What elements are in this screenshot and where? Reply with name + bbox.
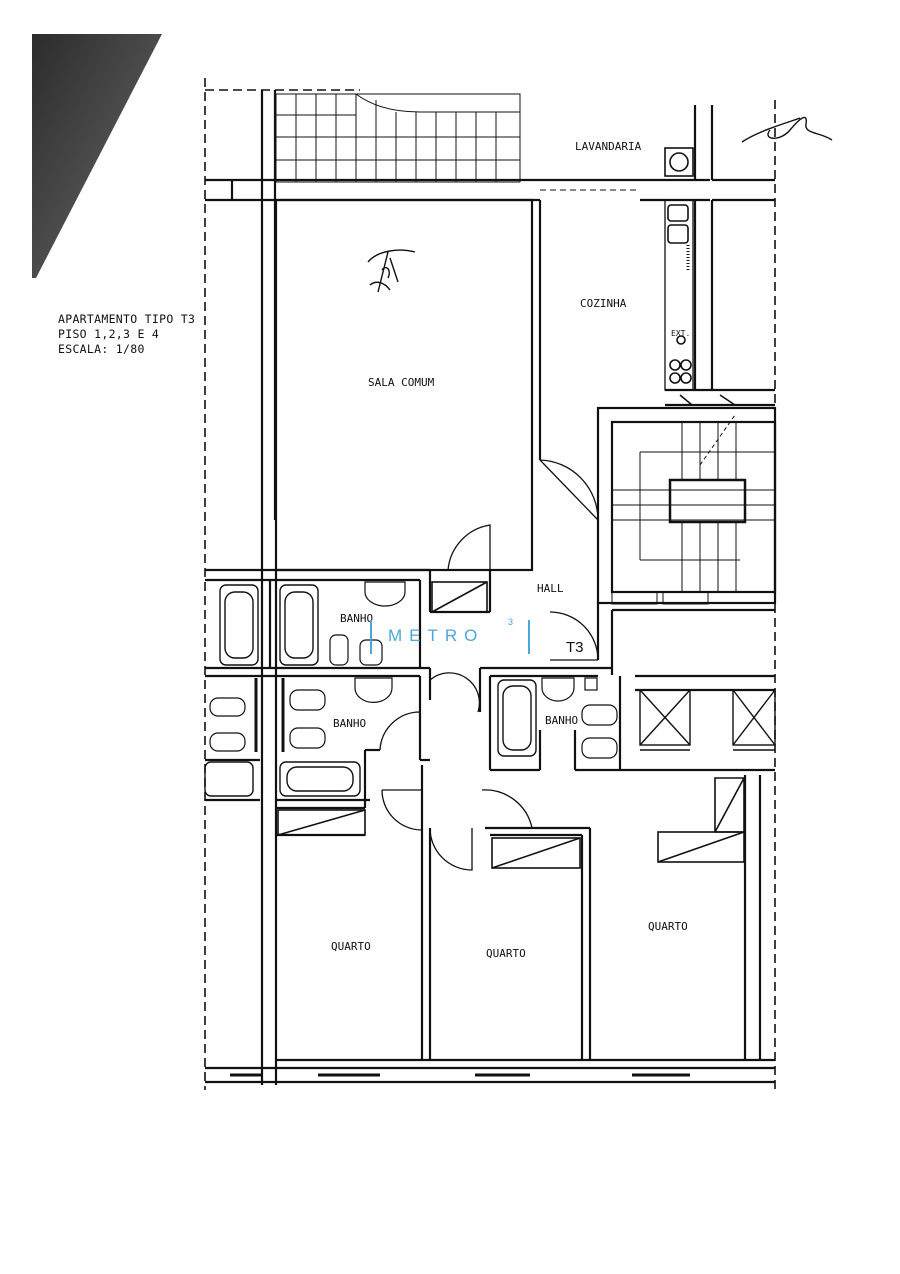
wardrobe-3 (657, 831, 745, 863)
hall-closet (431, 581, 488, 613)
legend-floors: PISO 1,2,3 E 4 (58, 327, 160, 341)
label-quarto-2: QUARTO (486, 947, 526, 960)
scan-shadow (32, 34, 162, 278)
label-quarto-1: QUARTO (331, 940, 371, 953)
label-quarto-3: QUARTO (648, 920, 688, 933)
plan-legend: APARTAMENTO TIPO T3 PISO 1,2,3 E 4 ESCAL… (58, 312, 195, 357)
wardrobe-1 (277, 809, 366, 836)
brand-watermark: METRO (388, 626, 485, 645)
label-ext: EXT. (671, 329, 690, 338)
label-banho-1: BANHO (340, 612, 373, 625)
label-banho-2: BANHO (333, 717, 366, 730)
label-cozinha: COZINHA (580, 297, 627, 310)
signature-mark (367, 116, 833, 293)
balcony-grid (275, 93, 521, 183)
label-hall: HALL (537, 582, 564, 595)
label-type-t3: T3 (566, 639, 584, 656)
brand-right-bar (528, 620, 530, 654)
label-sala-comum: SALA COMUM (368, 376, 435, 389)
legend-scale: ESCALA: 1/80 (58, 342, 145, 356)
brand-left-bar (370, 620, 372, 654)
label-lavandaria: LAVANDARIA (575, 140, 642, 153)
brand-superscript: 3 (508, 617, 514, 627)
legend-apartment-type: APARTAMENTO TIPO T3 (58, 312, 196, 326)
label-banho-3: BANHO (545, 714, 578, 727)
wardrobe-2 (491, 837, 581, 869)
